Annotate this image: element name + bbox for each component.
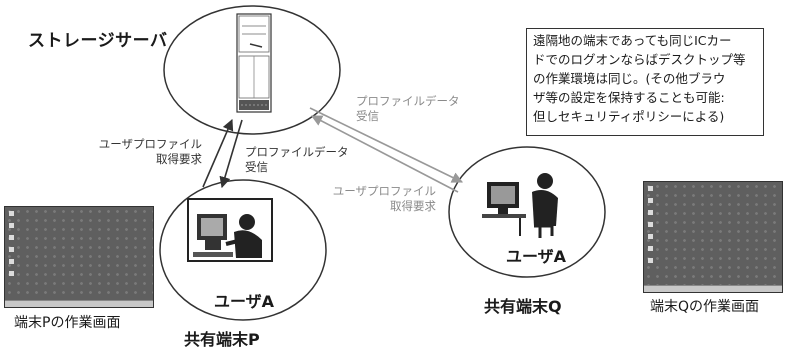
desktop-screenshot-q	[643, 181, 783, 293]
arrow-p-receive	[219, 119, 243, 189]
arrow-q-request	[311, 115, 459, 193]
note-line: 遠隔地の端末であっても同じICカー	[533, 33, 732, 48]
label-q-request: ユーザプロファイル 取得要求	[332, 184, 436, 213]
arrow-p-request	[202, 118, 234, 188]
label-q-receive: プロファイルデータ 受信	[356, 94, 460, 123]
taskbar	[644, 285, 782, 292]
terminal-q-user-label: ユーザA	[506, 247, 567, 266]
info-note-box: 遠隔地の端末であっても同じICカー ドでのログオンならばデスクトップ等 の作業環…	[526, 28, 764, 136]
terminal-p-user-label: ユーザA	[214, 292, 275, 311]
user-at-pc-icon-p	[187, 198, 273, 262]
note-line: ドでのログオンならばデスクトップ等	[533, 52, 746, 67]
server-icon	[236, 13, 272, 113]
terminal-p-name: 共有端末P	[184, 330, 260, 349]
arrow-q-receive	[309, 107, 464, 183]
note-line: ザ等の設定を保持することも可能:	[533, 90, 725, 105]
server-title: ストレージサーバ	[28, 31, 168, 51]
taskbar	[5, 300, 153, 307]
desktop-screenshot-p	[4, 206, 154, 308]
user-at-pc-icon-q	[482, 173, 558, 238]
label-p-receive: プロファイルデータ 受信	[245, 145, 349, 174]
note-line: の作業環境は同じ。(その他ブラウ	[533, 71, 726, 86]
screen-p-caption: 端末Pの作業画面	[14, 315, 121, 331]
screen-q-caption: 端末Qの作業画面	[650, 299, 760, 315]
label-p-request: ユーザプロファイル 取得要求	[98, 137, 202, 166]
terminal-q-node	[448, 146, 606, 278]
terminal-q-name: 共有端末Q	[484, 297, 562, 316]
note-line: 但しセキュリティポリシーによる)	[533, 109, 725, 124]
